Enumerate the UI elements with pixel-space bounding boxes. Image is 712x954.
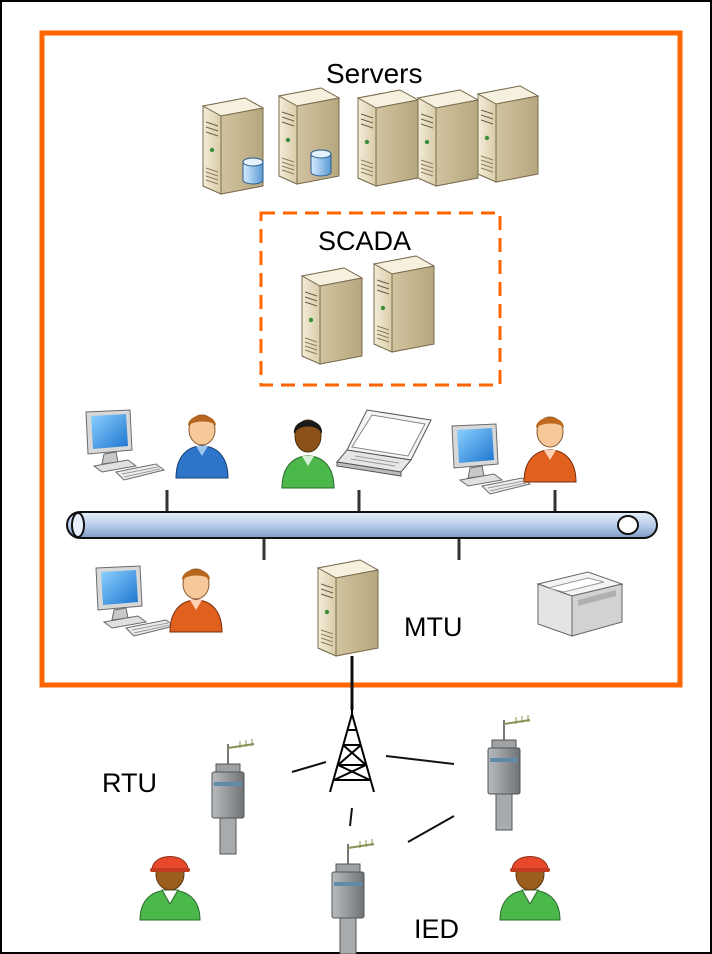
user-icon: [175, 414, 229, 479]
servers-label: Servers: [326, 58, 423, 89]
mtu-server-icon: [317, 559, 379, 657]
mtu-label: MTU: [404, 612, 463, 642]
laptop-icon: [336, 409, 432, 477]
user-icon: [523, 416, 577, 483]
user-icon: [169, 568, 223, 633]
server-icon: [417, 89, 479, 187]
control-center-zone: [39, 30, 683, 688]
server-icon: [357, 89, 419, 187]
user-icon: [281, 419, 335, 489]
server-icon: [301, 267, 363, 365]
network-bus: [66, 511, 658, 539]
bus-taps: [165, 490, 557, 560]
database-icon: [242, 157, 264, 185]
printer-icon: [536, 571, 624, 637]
server-icon: [373, 255, 435, 353]
database-icon: [310, 149, 332, 177]
ied-label: IED: [414, 914, 460, 944]
wireless-links: [291, 755, 455, 843]
radio-tower-icon: [329, 704, 375, 793]
server-icon: [477, 85, 539, 183]
scada-label: SCADA: [318, 226, 412, 256]
servers-group: [202, 85, 539, 195]
scada-zone: [259, 211, 502, 387]
rtu-label: RTU: [102, 768, 158, 798]
